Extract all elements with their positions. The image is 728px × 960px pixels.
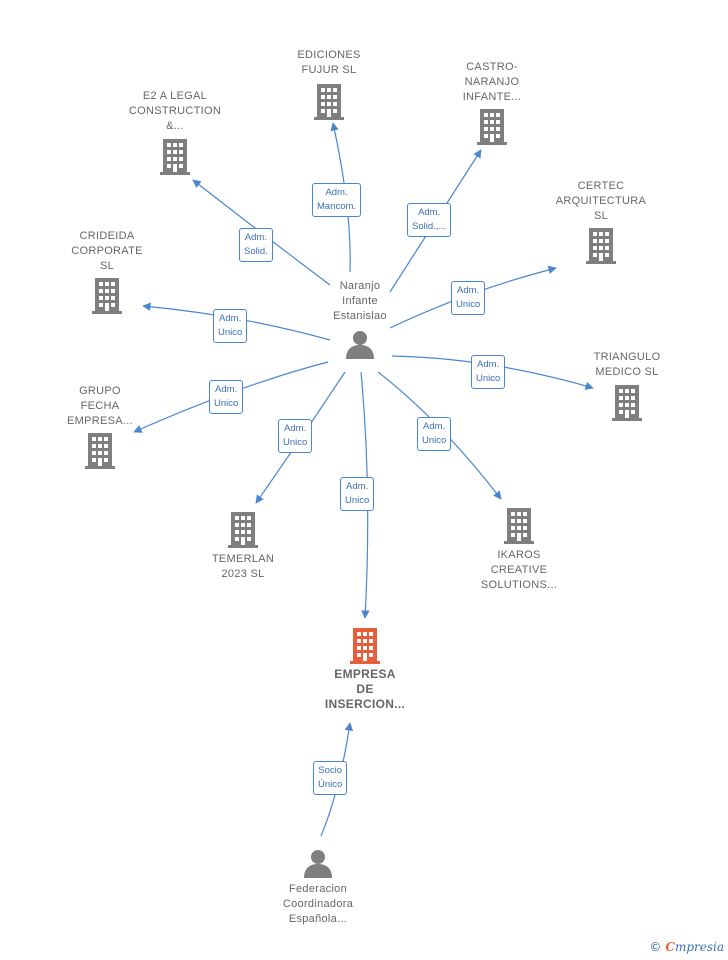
brand-name: mpresia: [674, 940, 724, 954]
company-node-e2[interactable]: E2 A LEGAL CONSTRUCTION &...: [110, 89, 240, 175]
company-node-grupo[interactable]: GRUPO FECHA EMPRESA...: [35, 384, 165, 469]
person-name: Federacion Coordinadora Española...: [282, 883, 354, 925]
person-node-bottom[interactable]: Federacion Coordinadora Española...: [253, 848, 383, 927]
edge-label-e2[interactable]: Adm. Solid.: [239, 228, 273, 262]
company-node-certec[interactable]: CERTEC ARQUITECTURA SL: [536, 179, 666, 264]
edge-label-certec[interactable]: Adm. Unico: [451, 281, 486, 315]
edge-label-ikaros[interactable]: Adm. Unico: [417, 417, 452, 451]
edge-label-socio[interactable]: Socio Único: [313, 761, 348, 795]
edge-label-crideida[interactable]: Adm. Unico: [213, 309, 248, 343]
company-name: EDICIONES FUJUR SL: [297, 49, 361, 76]
main-company-node[interactable]: EMPRESA DE INSERCION...: [300, 628, 430, 712]
edge-label-main[interactable]: Adm. Unico: [340, 477, 375, 511]
company-name: CERTEC ARQUITECTURA SL: [555, 180, 647, 222]
building-icon: [92, 278, 122, 314]
building-icon: [228, 512, 258, 548]
edge-label-grupo[interactable]: Adm. Unico: [209, 380, 244, 414]
company-node-ikaros[interactable]: IKAROS CREATIVE SOLUTIONS...: [454, 508, 584, 593]
brand-logo[interactable]: ©Cmpresia: [649, 940, 724, 954]
company-node-crideida[interactable]: CRIDEIDA CORPORATE SL: [42, 229, 172, 314]
company-name: TEMERLAN 2023 SL: [211, 553, 275, 580]
edge-label-temerlan[interactable]: Adm. Unico: [278, 419, 313, 453]
building-icon: [586, 228, 616, 264]
company-node-temerlan[interactable]: TEMERLAN 2023 SL: [178, 512, 308, 582]
company-node-triangulo[interactable]: TRIANGULO MEDICO SL: [562, 350, 692, 421]
person-node-center[interactable]: Naranjo Infante Estanislao: [295, 279, 425, 359]
building-icon: [477, 109, 507, 145]
company-node-castro[interactable]: CASTRO- NARANJO INFANTE...: [427, 60, 557, 145]
person-name: Naranjo Infante Estanislao: [333, 280, 387, 322]
building-icon: [504, 508, 534, 544]
company-name: TRIANGULO MEDICO SL: [593, 351, 661, 378]
edge-label-castro[interactable]: Adm. Solid.,...: [407, 203, 452, 237]
brand-initial: C: [665, 940, 675, 954]
building-icon: [314, 84, 344, 120]
edge-label-ediciones[interactable]: Adm. Mancom.: [312, 183, 362, 217]
company-node-ediciones[interactable]: EDICIONES FUJUR SL: [264, 48, 394, 120]
company-name: CRIDEIDA CORPORATE SL: [71, 230, 143, 272]
company-name: IKAROS CREATIVE SOLUTIONS...: [480, 549, 558, 591]
edge-label-triangulo[interactable]: Adm. Unico: [471, 355, 506, 389]
building-icon: [160, 139, 190, 175]
company-name: CASTRO- NARANJO INFANTE...: [462, 61, 522, 103]
company-name: GRUPO FECHA EMPRESA...: [67, 385, 133, 427]
company-name: E2 A LEGAL CONSTRUCTION &...: [128, 90, 222, 132]
main-company-name: EMPRESA DE INSERCION...: [324, 667, 406, 711]
building-icon: [612, 385, 642, 421]
building-icon: [350, 628, 380, 664]
building-icon: [85, 433, 115, 469]
person-icon: [303, 848, 333, 878]
copyright-icon: ©: [649, 940, 662, 954]
person-icon: [345, 329, 375, 359]
